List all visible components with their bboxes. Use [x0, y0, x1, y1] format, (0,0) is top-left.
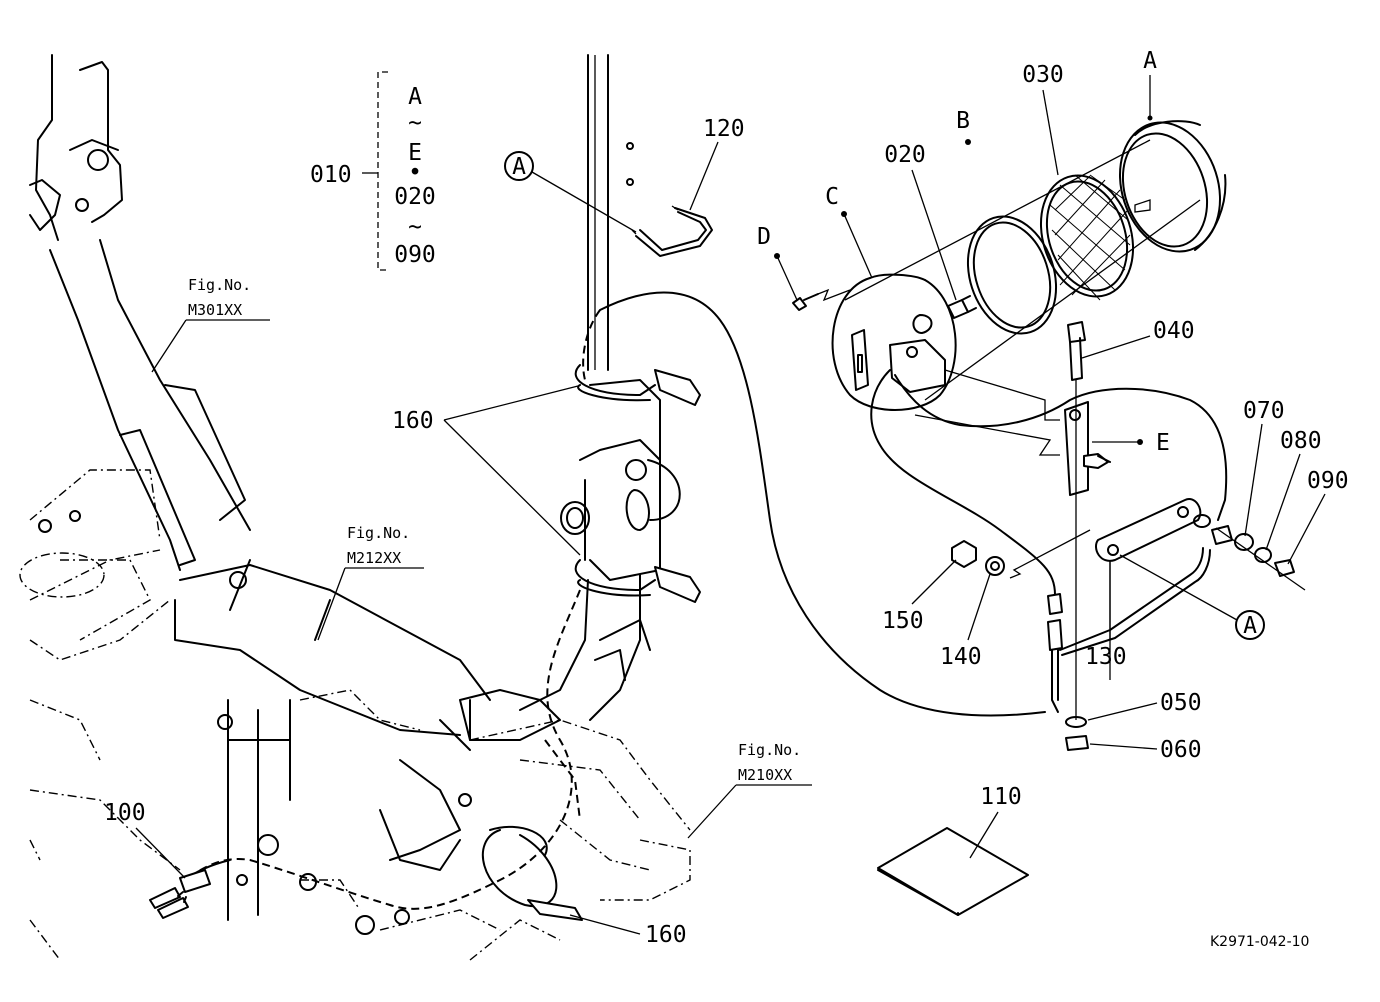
callout-150: 150	[882, 608, 924, 634]
callout-d: D	[757, 224, 771, 250]
bracket-group-010: 010 A ~ E • 020 ~ 090	[310, 71, 436, 271]
fig-ref-line2: M210XX	[738, 766, 792, 784]
callout-120: 120	[703, 116, 745, 142]
cable-tie-160-lower	[481, 825, 583, 921]
part-010-label: 010	[310, 162, 352, 188]
fig-ref-line1: Fig.No.	[347, 524, 410, 542]
callout-100: 100	[104, 800, 146, 826]
fig-ref-m212: Fig.No. M212XX	[317, 524, 424, 641]
callout-a: A	[1143, 48, 1157, 74]
work-light-assembly	[792, 120, 1306, 751]
bracket-line-5: ~	[408, 214, 422, 240]
callout-c: C	[825, 184, 839, 210]
callout-090: 090	[1307, 468, 1349, 494]
fig-ref-m301: Fig.No. M301XX	[151, 276, 270, 373]
callout-020: 020	[884, 142, 926, 168]
manual-110	[877, 827, 1029, 916]
callout-160-upper: 160	[392, 408, 434, 434]
callout-e: E	[1156, 430, 1170, 456]
bracket-line-6: 090	[394, 242, 436, 268]
fig-ref-line2: M301XX	[188, 301, 242, 319]
fig-ref-line1: Fig.No.	[738, 741, 801, 759]
callout-b: B	[956, 108, 970, 134]
callout-labels: A 030 B 020 C D 040 E 070 080 090 150	[104, 48, 1349, 948]
u-bolt-120	[631, 205, 713, 257]
callout-080: 080	[1280, 428, 1322, 454]
wire-harness	[599, 291, 1046, 717]
fig-ref-line1: Fig.No.	[188, 276, 251, 294]
callout-030: 030	[1022, 62, 1064, 88]
canopy-frame	[19, 54, 691, 961]
bracket-line-2: E	[408, 140, 422, 166]
fig-ref-m210: Fig.No. M210XX	[687, 741, 812, 839]
ref-a-circle-1: A	[504, 151, 637, 233]
ref-a-circle-2: A	[1119, 554, 1265, 640]
bracket-line-1: ~	[408, 110, 422, 136]
callout-140: 140	[940, 644, 982, 670]
drawing-code: K2971-042-10	[1210, 934, 1309, 950]
callout-050: 050	[1160, 690, 1202, 716]
fig-ref-line2: M212XX	[347, 549, 401, 567]
callout-110: 110	[980, 784, 1022, 810]
callout-060: 060	[1160, 737, 1202, 763]
connector-100	[149, 859, 231, 919]
ref-a-label-1: A	[512, 154, 526, 180]
callout-040: 040	[1153, 318, 1195, 344]
callout-160-lower: 160	[645, 922, 687, 948]
light-mounting-post	[184, 54, 701, 910]
bracket-line-0: A	[408, 84, 422, 110]
callout-070: 070	[1243, 398, 1285, 424]
bracket-line-4: 020	[394, 184, 436, 210]
bracket-line-3: •	[408, 160, 422, 186]
callout-130: 130	[1085, 644, 1127, 670]
ref-a-label-2: A	[1243, 613, 1257, 639]
